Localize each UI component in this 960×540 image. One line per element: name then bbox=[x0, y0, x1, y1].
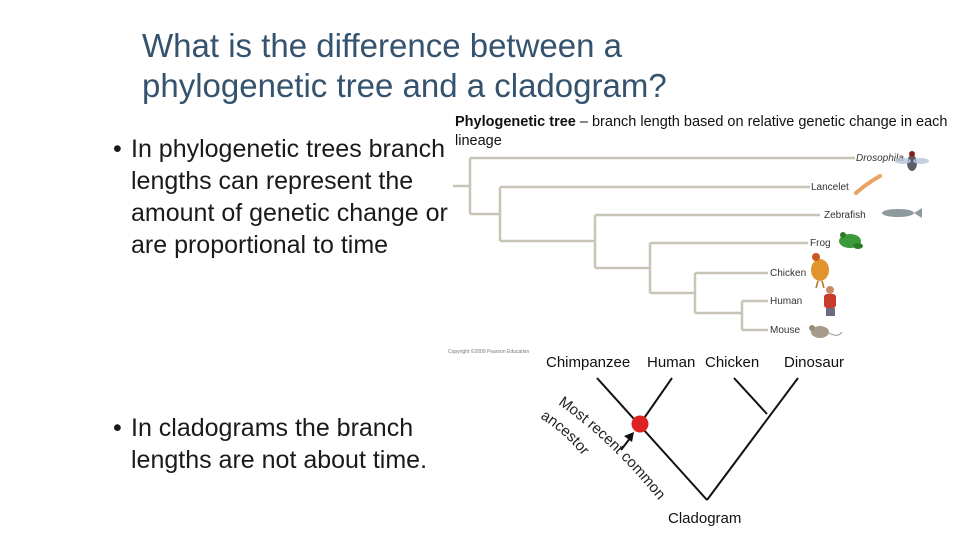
clado-branch-dinosaur bbox=[706, 377, 799, 501]
fish-icon bbox=[882, 208, 922, 218]
arrow-head-icon bbox=[624, 432, 634, 442]
clado-taxon-label: Dinosaur bbox=[784, 354, 844, 371]
taxon-label: Chicken bbox=[770, 268, 806, 279]
common-ancestor-node bbox=[631, 415, 649, 433]
cladogram-taxa-labels: Chimpanzee Human Chicken Dinosaur bbox=[546, 354, 844, 371]
clado-branch-chimpanzee bbox=[596, 377, 708, 501]
slide-title: What is the difference between a phyloge… bbox=[142, 27, 667, 104]
chicken-icon bbox=[811, 253, 829, 289]
mouse-icon bbox=[809, 325, 843, 338]
human-icon bbox=[824, 286, 836, 316]
taxon-label: Lancelet bbox=[811, 182, 849, 193]
bullet-phylogenetic: • In phylogenetic trees branch lengths ca… bbox=[113, 133, 461, 261]
bullet-text: In cladograms the branch lengths are not… bbox=[131, 414, 428, 474]
phylo-taxa-labels: Drosophila Lancelet Zebrafish Frog Chick… bbox=[770, 153, 904, 336]
cladogram-caption: Cladogram bbox=[668, 510, 742, 527]
bullet-cladogram: • In cladograms the branch lengths are no… bbox=[113, 412, 471, 476]
clado-branch-human bbox=[639, 377, 673, 425]
taxon-label: Drosophila bbox=[856, 153, 904, 164]
bullet-dot: • bbox=[113, 135, 122, 163]
bullet-text: In phylogenetic trees branch lengths can… bbox=[131, 135, 448, 259]
cladogram bbox=[596, 377, 799, 501]
phylo-tree-caption-rest: – branch length based on relative geneti… bbox=[455, 114, 948, 149]
frog-icon bbox=[839, 232, 863, 249]
taxon-label: Mouse bbox=[770, 325, 800, 336]
copyright-notice: Copyright ©2009 Pearson Education bbox=[448, 349, 530, 355]
clado-taxon-label: Chimpanzee bbox=[546, 354, 630, 371]
lancelet-icon bbox=[854, 174, 882, 195]
taxon-label: Frog bbox=[810, 238, 831, 249]
fly-icon bbox=[895, 151, 929, 171]
phylo-tree-caption: Phylogenetic tree – branch length based … bbox=[455, 113, 955, 151]
taxon-label: Zebrafish bbox=[824, 210, 866, 221]
phylo-tree bbox=[453, 156, 855, 332]
phylo-tree-caption-bold: Phylogenetic tree bbox=[455, 114, 576, 130]
clado-branch-chicken bbox=[733, 377, 768, 415]
clado-taxon-label: Human bbox=[647, 354, 695, 371]
clado-taxon-label: Chicken bbox=[705, 354, 759, 371]
bullet-dot: • bbox=[113, 414, 122, 442]
taxon-label: Human bbox=[770, 296, 802, 307]
